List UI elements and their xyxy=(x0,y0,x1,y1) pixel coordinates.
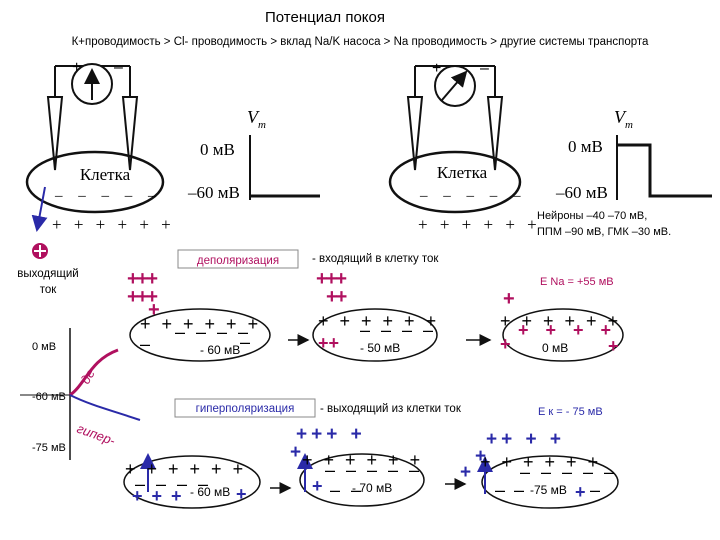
electrode-right xyxy=(486,96,504,171)
graph-m60: -60 мВ xyxy=(32,391,66,403)
outward-label-2: ток xyxy=(40,284,58,296)
outward-current-arrow xyxy=(31,186,48,232)
depol-cell-1: + + + + + + – – – – – – - 60 мВ xyxy=(129,308,271,362)
membrane-charges: + xyxy=(312,476,323,496)
electrode-plus: + xyxy=(72,59,81,76)
potential-value: - 60 мВ xyxy=(190,485,230,499)
membrane-charges: – – – – xyxy=(175,322,251,342)
plus-cluster: ++ xyxy=(326,286,347,308)
electrode-left xyxy=(46,96,64,171)
membrane-charges: + xyxy=(608,336,619,356)
membrane-charges: + + + + + + xyxy=(500,311,621,331)
potential-value: - 60 мВ xyxy=(200,343,240,357)
membrane-charges: – – – – xyxy=(135,474,211,494)
zero-mv-label: 0 мВ xyxy=(200,140,235,159)
vm-label: V xyxy=(614,107,627,127)
page-title: Потенциал покоя xyxy=(265,9,385,26)
inner-minus-row: – – – – – xyxy=(419,188,527,204)
electrode-plus: + xyxy=(432,60,441,77)
electrode-minus: – xyxy=(480,60,489,77)
de-label: де xyxy=(78,367,98,387)
plus-cluster: + xyxy=(148,299,160,321)
potential-value: - 50 мВ xyxy=(360,341,400,355)
membrane-charges: + + + + + + xyxy=(480,452,601,472)
cation-icon xyxy=(32,243,48,259)
plus-cluster: +++ xyxy=(127,286,157,308)
neurons-values-2: ППМ –90 мВ, ГМК –30 мВ. xyxy=(537,226,671,238)
membrane-charges: + + + + + + xyxy=(302,450,423,470)
hyper-cell-2: + + + + + + – – – – – + – – - 70 мВ xyxy=(297,450,425,507)
inner-minus-row: – – – – – xyxy=(54,188,162,204)
plus-cluster: + xyxy=(460,462,471,483)
membrane-charges: – – xyxy=(495,480,526,500)
plus-cluster: ++ + + xyxy=(486,429,565,450)
minus60-label: –60 мВ xyxy=(187,183,240,202)
membrane-charges: – xyxy=(240,332,250,352)
hyperpolarization-label: гиперполяризация xyxy=(196,403,295,415)
membrane-charges: – xyxy=(140,334,150,354)
outward-current-text: - выходящий из клетки ток xyxy=(320,403,462,415)
vm-sub: m xyxy=(258,119,266,131)
minus60-label: –60 мВ xyxy=(555,183,608,202)
plus-cluster: + xyxy=(290,442,301,463)
membrane-charges: ++ xyxy=(318,333,339,353)
graph-0mv: 0 мВ xyxy=(32,341,56,353)
plus-cluster: +++ xyxy=(127,268,157,290)
electrode-minus: – xyxy=(114,59,123,76)
conductance-order: К+проводимость > Cl- проводимость > вкла… xyxy=(72,36,649,48)
plus-cluster: +++ xyxy=(316,268,346,290)
depolarization-box xyxy=(177,249,299,269)
membrane-charges: + + + + + + xyxy=(318,311,439,331)
hyper-cell-1: + + + + + + – – – – + + + + - 60 мВ xyxy=(123,453,261,509)
depolarization-curve xyxy=(69,348,119,397)
membrane-charges: – – xyxy=(330,480,364,500)
potential-value: - 70 мВ xyxy=(352,481,392,495)
left-vm-graph: 0 мВ –60 мВ V m xyxy=(187,107,320,202)
e-k-label: E к = - 75 мВ xyxy=(538,406,603,418)
depol-cell-2: + + + + + + – – – – ++ - 50 мВ xyxy=(312,308,439,362)
depolarization-label: деполяризация xyxy=(197,255,279,267)
cell-membrane xyxy=(388,150,522,214)
membrane-charges: + + + + xyxy=(518,320,617,340)
outward-label: выходящий xyxy=(17,268,78,280)
vm-label: V xyxy=(247,107,260,127)
potential-change-graph: 0 мВ -60 мВ -75 мВ де гипер- xyxy=(20,328,141,460)
hyper-label: гипер- xyxy=(75,421,118,449)
cell-label: Клетка xyxy=(437,163,488,182)
zero-mv-label: 0 мВ xyxy=(568,137,603,156)
membrane-charges: + xyxy=(500,334,511,354)
membrane-charges: – – – – – xyxy=(520,462,617,482)
depol-cell-3: + + + + + + + + + + + + 0 мВ xyxy=(500,308,624,362)
vm-sub: m xyxy=(625,119,633,131)
potential-value: 0 мВ xyxy=(542,341,568,355)
membrane-charges: + xyxy=(575,482,586,502)
hyperpolarization-box xyxy=(174,398,316,418)
graph-m75: -75 мВ xyxy=(32,442,66,454)
electrode-right xyxy=(121,96,139,171)
cell-membrane xyxy=(25,150,165,214)
outer-plus-row: + + + + + + xyxy=(52,215,175,234)
membrane-charges: + + + + + + xyxy=(125,459,246,479)
inward-current-text: - входящий в клетку ток xyxy=(312,253,439,265)
right-voltmeter-cell: + – Клетка – – – – – + + + + + + xyxy=(388,60,541,234)
membrane-charges: + + + xyxy=(132,486,184,506)
neurons-values-1: Нейроны –40 –70 мВ, xyxy=(537,210,647,222)
e-na-label: E Na = +55 мВ xyxy=(540,276,614,288)
electrode-left xyxy=(406,96,424,171)
plus-cluster: + xyxy=(503,288,515,310)
membrane-charges: + xyxy=(236,484,247,504)
hyper-cell-3: + + + + + + – – – – – – – – + -75 мВ xyxy=(477,452,619,509)
membrane-charges: – xyxy=(590,480,600,500)
plus-cluster: +++ + xyxy=(296,424,366,445)
outer-plus-row: + + + + + + xyxy=(418,215,541,234)
membrane-charges: – – – – xyxy=(360,320,436,340)
hyperpolarization-curve xyxy=(69,394,141,421)
membrane-charges: – – – – – xyxy=(325,460,422,480)
cell-label: Клетка xyxy=(80,165,131,184)
right-vm-graph: 0 мВ –60 мВ V m xyxy=(555,107,712,202)
left-voltmeter-cell: + – Клетка – – – – – + + + + + + xyxy=(25,59,175,234)
membrane-charges: + + + + + + xyxy=(140,314,261,334)
potential-value: -75 мВ xyxy=(530,483,567,497)
